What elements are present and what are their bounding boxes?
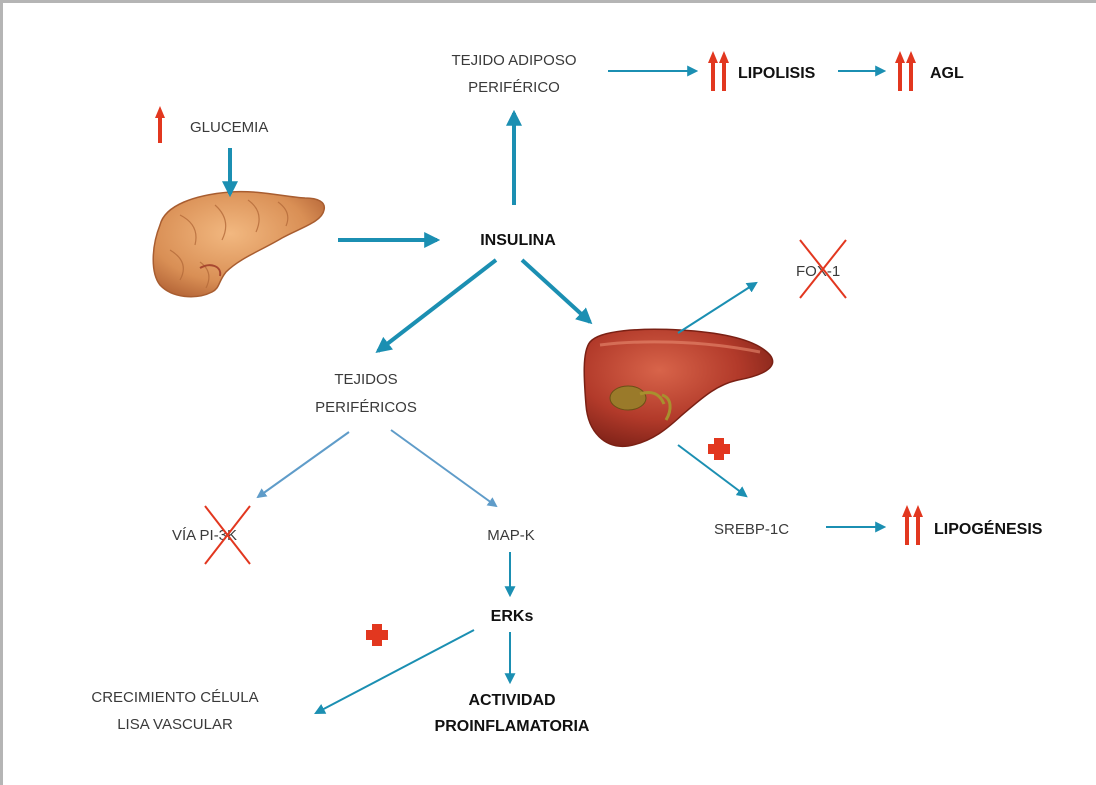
label-actividad-line2: PROINFLAMATORIA xyxy=(435,718,590,735)
arrow-insulina-liver xyxy=(522,260,590,322)
arrow-liver-fox xyxy=(678,283,756,333)
pancreas-illustration xyxy=(153,192,324,297)
label-tejidos-line1: TEJIDOS xyxy=(334,371,397,388)
label-crecimiento-line2: LISA VASCULAR xyxy=(117,716,233,733)
liver-illustration xyxy=(584,329,772,446)
label-adiposo-line1: TEJIDO ADIPOSO xyxy=(451,52,576,69)
arrow-erks-crecimiento xyxy=(316,630,474,713)
label-mapk: MAP-K xyxy=(487,527,535,544)
label-lipogenesis: LIPOGÉNESIS xyxy=(934,519,1043,538)
label-erks: ERKs xyxy=(491,608,534,625)
red-plus-icon xyxy=(366,438,730,646)
arrow-tejidos-mapk xyxy=(391,430,496,506)
label-actividad-line1: ACTIVIDAD xyxy=(468,692,555,709)
red-x-icon xyxy=(205,240,846,564)
label-fox: FOX-1 xyxy=(796,263,840,280)
label-adiposo-line2: PERIFÉRICO xyxy=(468,79,560,96)
label-tejidos-line2: PERIFÉRICOS xyxy=(315,399,417,416)
label-srebp: SREBP-1C xyxy=(714,521,789,538)
label-insulina: INSULINA xyxy=(480,232,556,249)
label-crecimiento-line1: CRECIMIENTO CÉLULA xyxy=(91,689,258,706)
red-up-arrow-icon xyxy=(155,51,923,545)
arrow-tejidos-pi3k xyxy=(258,432,349,497)
label-lipolisis: LIPOLISIS xyxy=(738,65,816,82)
label-glucemia: GLUCEMIA xyxy=(190,119,268,136)
arrow-insulina-tejidos xyxy=(378,260,496,351)
arrows xyxy=(230,71,884,713)
label-agl: AGL xyxy=(930,65,964,82)
